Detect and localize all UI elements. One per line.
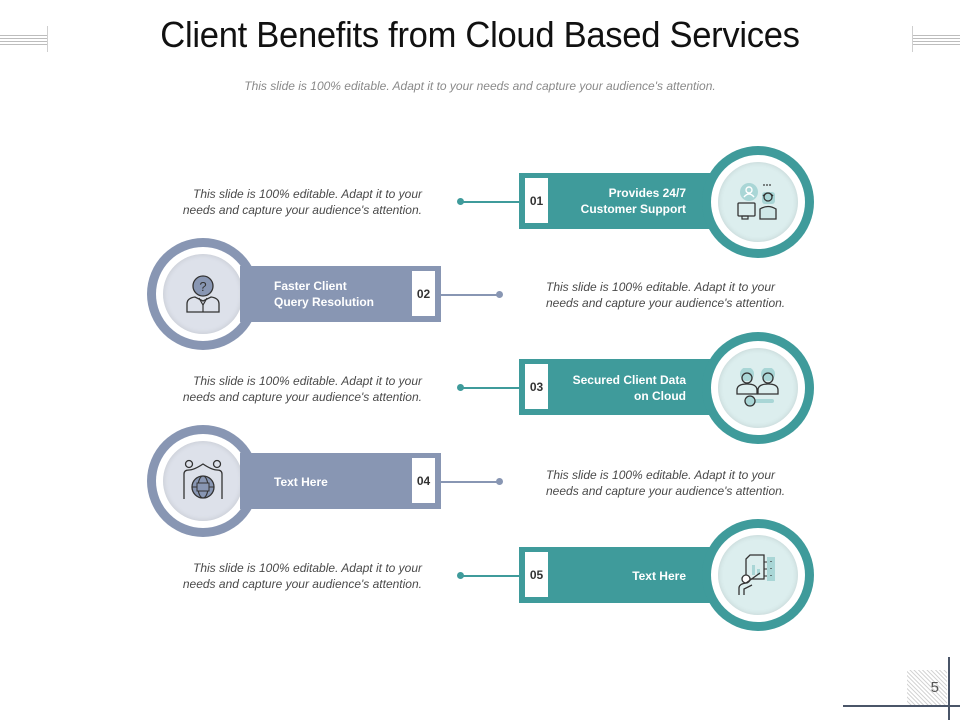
label-line: Query Resolution xyxy=(274,295,375,309)
description-line: needs and capture your audience's attent… xyxy=(182,390,422,404)
item-label: Faster Client Query Resolution xyxy=(274,278,374,310)
connector-dot xyxy=(496,291,503,298)
secured-clients-icon xyxy=(734,368,782,408)
item-04-banner: Text Here 04 xyxy=(240,453,441,509)
customer-support-icon xyxy=(736,182,780,222)
description-line: This slide is 100% editable. Adapt it to… xyxy=(192,561,422,575)
connector-line xyxy=(441,481,499,483)
item-01-banner: 01 Provides 24/7 Customer Support xyxy=(519,173,719,229)
item-05-description: This slide is 100% editable. Adapt it to… xyxy=(152,560,422,592)
connector-line xyxy=(460,575,520,577)
item-01-icon-circle xyxy=(702,146,814,258)
item-03-description: This slide is 100% editable. Adapt it to… xyxy=(152,373,422,405)
label-line: on Cloud xyxy=(634,389,686,403)
item-number: 01 xyxy=(525,178,548,223)
item-number: 04 xyxy=(412,458,435,503)
description-line: needs and capture your audience's attent… xyxy=(546,484,786,498)
slide-subtitle: This slide is 100% editable. Adapt it to… xyxy=(244,79,716,93)
connector-line xyxy=(460,201,520,203)
item-01-description: This slide is 100% editable. Adapt it to… xyxy=(152,186,422,218)
item-label: Provides 24/7 Customer Support xyxy=(581,185,686,217)
description-line: This slide is 100% editable. Adapt it to… xyxy=(546,280,776,294)
label-line: Provides 24/7 xyxy=(608,186,686,200)
query-person-icon: ? xyxy=(183,274,223,314)
item-03-banner: 03 Secured Client Data on Cloud xyxy=(519,359,719,415)
presentation-icon xyxy=(736,553,780,597)
item-label: Secured Client Data on Cloud xyxy=(573,372,686,404)
item-02-banner: Faster Client Query Resolution 02 xyxy=(240,266,441,322)
connector-line xyxy=(441,294,499,296)
footer-line-vertical xyxy=(948,657,950,720)
item-number: 05 xyxy=(525,552,548,597)
label-line: Text Here xyxy=(274,475,328,489)
item-03-icon-circle xyxy=(702,332,814,444)
label-line: Text Here xyxy=(632,569,686,583)
item-05-icon-circle xyxy=(702,519,814,631)
description-line: needs and capture your audience's attent… xyxy=(546,296,786,310)
description-line: This slide is 100% editable. Adapt it to… xyxy=(546,468,776,482)
label-line: Customer Support xyxy=(580,202,686,216)
global-protection-icon xyxy=(181,459,225,503)
label-line: Faster Client xyxy=(274,279,347,293)
description-line: needs and capture your audience's attent… xyxy=(182,203,422,217)
item-label: Text Here xyxy=(632,568,686,584)
item-label: Text Here xyxy=(274,474,328,490)
item-02-icon-circle: ? xyxy=(147,238,259,350)
header-decoration-right xyxy=(912,26,960,52)
item-number: 02 xyxy=(412,271,435,316)
description-line: needs and capture your audience's attent… xyxy=(182,577,422,591)
page-number: 5 xyxy=(930,679,939,696)
connector-dot xyxy=(496,478,503,485)
page-number-box: 5 xyxy=(907,670,947,706)
header-decoration-left xyxy=(0,26,48,52)
item-05-banner: 05 Text Here xyxy=(519,547,719,603)
item-04-description: This slide is 100% editable. Adapt it to… xyxy=(546,467,816,499)
svg-text:?: ? xyxy=(199,279,206,294)
item-04-icon-circle xyxy=(147,425,259,537)
description-line: This slide is 100% editable. Adapt it to… xyxy=(192,187,422,201)
item-02-description: This slide is 100% editable. Adapt it to… xyxy=(546,279,816,311)
item-number: 03 xyxy=(525,364,548,409)
footer-line-horizontal xyxy=(843,705,960,707)
connector-line xyxy=(460,387,520,389)
label-line: Secured Client Data xyxy=(572,373,686,387)
slide-title: Client Benefits from Cloud Based Service… xyxy=(160,14,800,55)
description-line: This slide is 100% editable. Adapt it to… xyxy=(192,374,422,388)
